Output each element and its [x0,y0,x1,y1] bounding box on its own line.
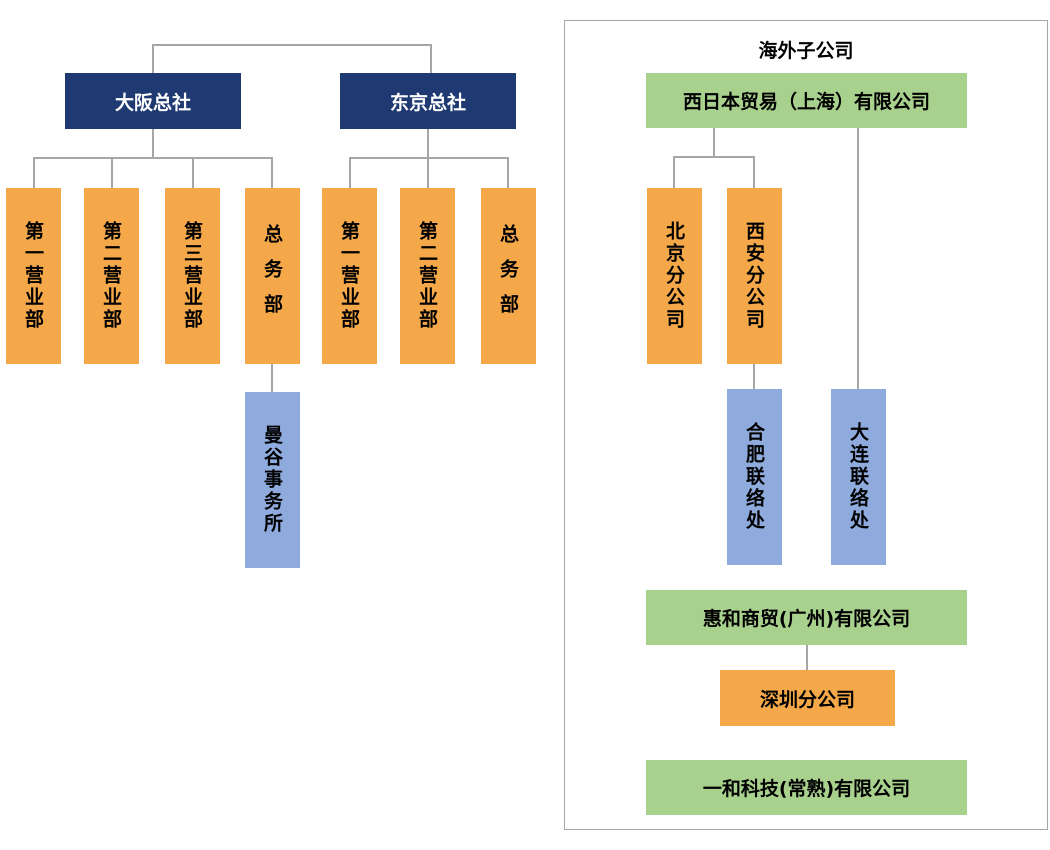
connector [152,128,154,158]
connector [806,644,808,671]
connector [271,363,273,393]
connector [857,127,859,389]
osaka-dept-node: 第二营业部 [84,188,139,364]
branch-label: 西安分公司 [743,221,765,331]
office-label: 曼谷事务所 [261,425,283,535]
connector [152,44,154,74]
connector [427,157,429,189]
connector [713,127,715,157]
hefei-office-node: 合肥联络处 [727,389,782,565]
dept-label: 总务部 [261,223,283,329]
osaka-dept-node: 第一营业部 [6,188,61,364]
office-label: 大连联络处 [847,422,869,532]
connector [33,157,35,189]
connector [673,156,755,158]
connector [271,157,273,189]
connector [427,128,429,158]
overseas-subsidiaries-frame [564,20,1048,830]
osaka-dept-node: 第三营业部 [165,188,220,364]
office-label: 合肥联络处 [743,422,765,532]
osaka-hq-node: 大阪总社 [65,73,241,129]
dalian-office-node: 大连联络处 [831,389,886,565]
beijing-branch-node: 北京分公司 [647,188,702,364]
tokyo-dept-node: 第二营业部 [400,188,455,364]
guangzhou-company-node: 惠和商贸(广州)有限公司 [646,590,967,645]
dept-label: 第三营业部 [181,221,203,331]
tokyo-dept-node: 第一营业部 [322,188,377,364]
branch-label: 北京分公司 [663,221,685,331]
tokyo-hq-node: 东京总社 [340,73,516,129]
connector [753,156,755,189]
connector [673,156,675,189]
changshu-company-node: 一和科技(常熟)有限公司 [646,760,967,815]
dept-label: 第二营业部 [100,221,122,331]
dept-label: 总务部 [497,223,519,329]
connector [507,157,509,189]
connector [192,157,194,189]
shanghai-company-node: 西日本贸易（上海）有限公司 [646,73,967,128]
shenzhen-branch-node: 深圳分公司 [720,670,895,726]
overseas-subsidiaries-title: 海外子公司 [758,40,854,62]
connector [349,157,351,189]
connector [33,157,273,159]
dept-label: 第一营业部 [338,221,360,331]
tokyo-general-affairs-node: 总务部 [481,188,536,364]
osaka-general-affairs-node: 总务部 [245,188,300,364]
bangkok-office-node: 曼谷事务所 [245,392,300,568]
connector [152,44,432,46]
connector [753,363,755,390]
connector [430,44,432,74]
dept-label: 第二营业部 [416,221,438,331]
connector [349,157,509,159]
xian-branch-node: 西安分公司 [727,188,782,364]
dept-label: 第一营业部 [22,221,44,331]
connector [111,157,113,189]
